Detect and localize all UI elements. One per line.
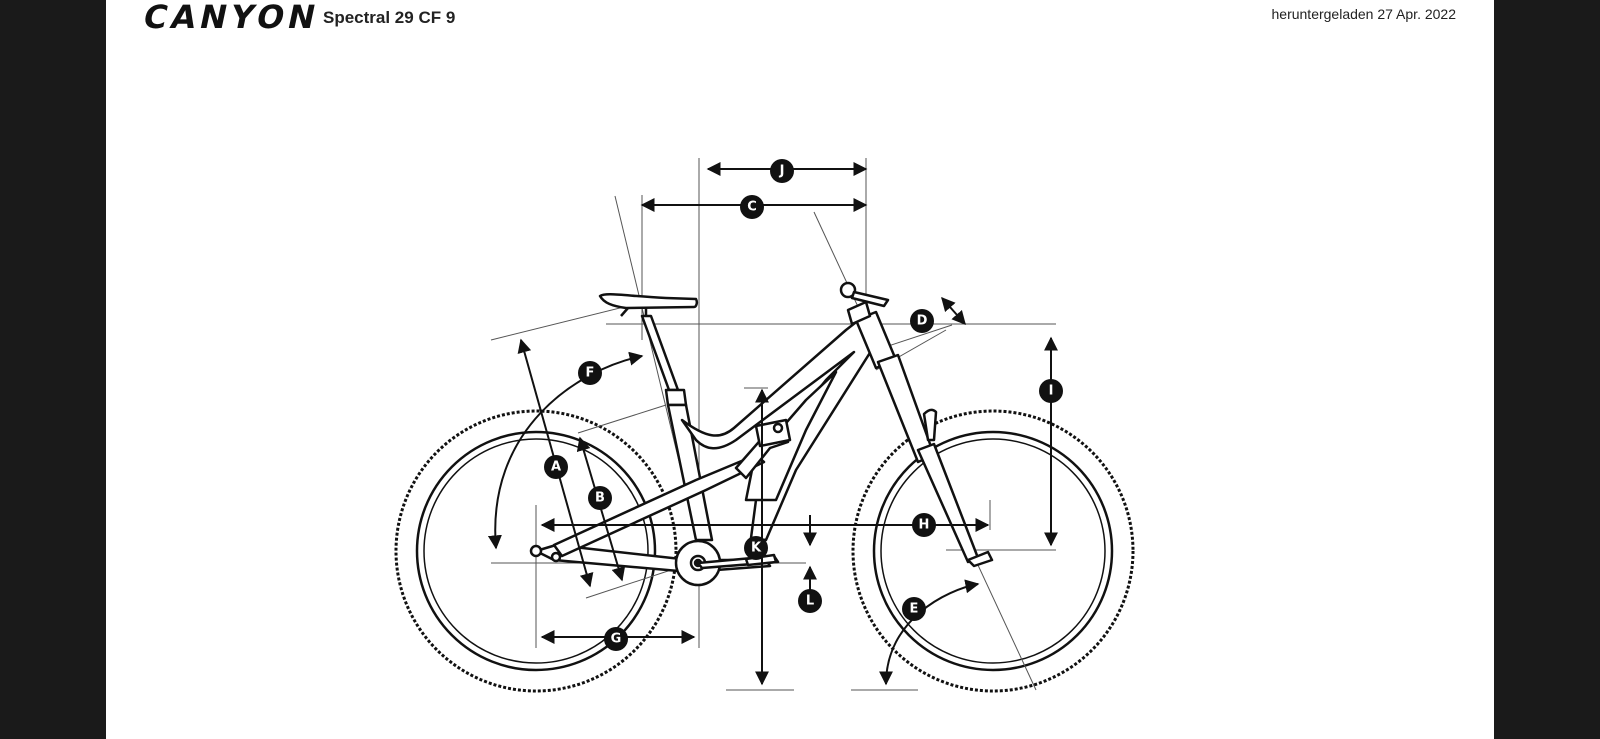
svg-text:E: E <box>910 602 919 617</box>
label-G: G <box>604 627 628 651</box>
label-H: H <box>912 513 936 537</box>
svg-text:D: D <box>917 314 928 329</box>
svg-text:A: A <box>551 460 561 475</box>
geometry-diagram: J C D F I A B H K L E G <box>394 158 1135 693</box>
svg-text:J: J <box>779 164 785 179</box>
download-date: heruntergeladen 27 Apr. 2022 <box>1271 6 1457 22</box>
label-I: I <box>1039 379 1063 403</box>
label-K: K <box>744 536 768 560</box>
document-page: CANYON Spectral 29 CF 9 heruntergeladen … <box>106 0 1494 739</box>
svg-text:K: K <box>751 541 762 556</box>
dimension-arrows <box>487 162 1058 686</box>
label-A: A <box>544 455 568 479</box>
svg-text:F: F <box>586 366 595 381</box>
front-wheel <box>851 409 1135 693</box>
label-B: B <box>588 486 612 510</box>
svg-text:G: G <box>611 632 622 647</box>
geometry-labels: J C D F I A B H K L E G <box>544 159 1063 651</box>
svg-text:I: I <box>1049 384 1054 399</box>
label-J: J <box>770 159 794 183</box>
label-D: D <box>910 309 934 333</box>
svg-text:H: H <box>919 518 930 533</box>
label-F: F <box>578 361 602 385</box>
label-C: C <box>740 195 764 219</box>
svg-text:C: C <box>747 200 757 215</box>
model-title: Spectral 29 CF 9 <box>323 8 456 27</box>
label-E: E <box>902 597 926 621</box>
label-L: L <box>798 589 822 613</box>
svg-text:L: L <box>806 594 814 609</box>
svg-text:B: B <box>595 491 605 506</box>
